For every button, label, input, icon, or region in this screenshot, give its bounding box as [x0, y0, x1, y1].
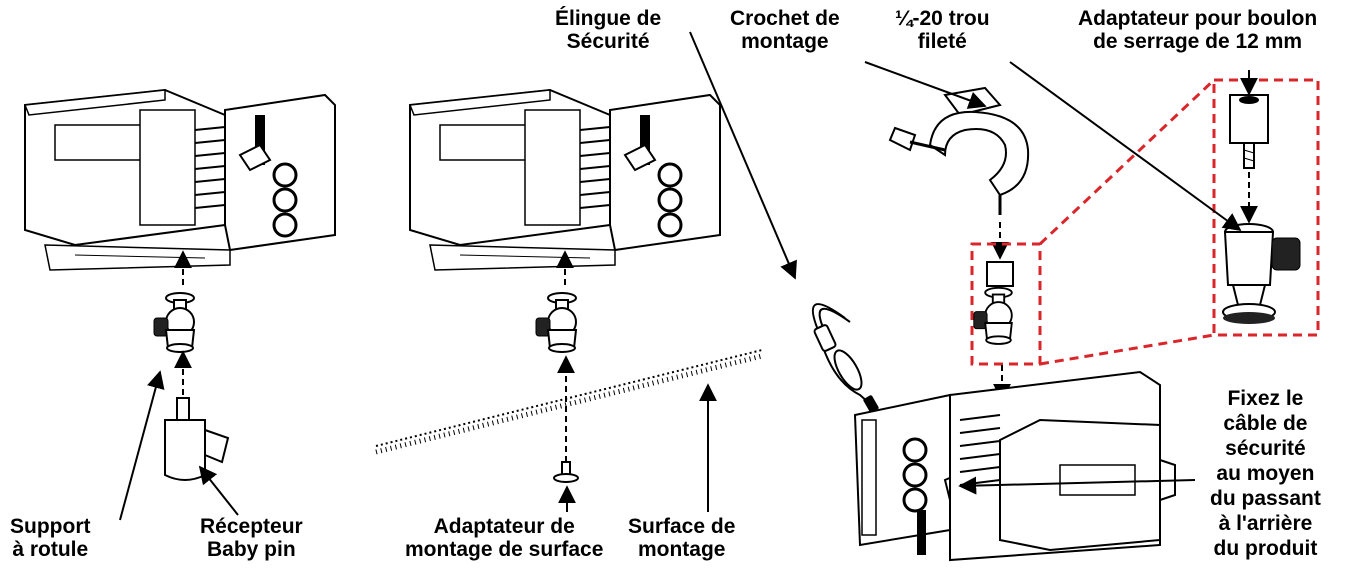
- clamp-adapter-assembly-small: [972, 261, 1014, 345]
- label-clamp-bolt-adapter: Adaptateur pour boulon de serrage de 12 …: [1078, 7, 1318, 53]
- label-threaded-hole: ¼-20 trou fileté: [895, 7, 990, 53]
- swivel-mount-part-2: [535, 292, 577, 353]
- small-callout-box: [970, 242, 1042, 366]
- fixture-left: [23, 88, 337, 272]
- clamp-bolt-adapter-part: [1229, 94, 1269, 169]
- label-safety-cable: Élingue de Sécurité: [555, 7, 662, 53]
- swivel-mount-part: [153, 292, 195, 353]
- fixture-middle: [408, 88, 722, 272]
- label-baby-pin-receiver: Récepteur Baby pin: [200, 515, 303, 561]
- surface-mount-adapter-part: [553, 461, 579, 483]
- mounting-clamp-part: [888, 86, 1030, 215]
- swivel-mount-large: [1222, 223, 1301, 324]
- safety-cable-crimps: [813, 324, 879, 413]
- label-mounting-clamp: Crochet de montage: [730, 7, 840, 53]
- mounting-surface-plane: [375, 349, 763, 455]
- label-attach-safety-cable: Fixez le câble de sécurité au moyen du p…: [1210, 387, 1321, 560]
- label-swivel-mount: Support à rotule: [10, 515, 91, 561]
- label-mounting-surface: Surface de montage: [628, 515, 736, 561]
- label-surface-mount-adapter: Adaptateur de montage de surface: [405, 515, 604, 561]
- baby-pin-receiver-part: [164, 397, 230, 481]
- large-callout-box: [1212, 78, 1320, 337]
- fixture-right-flipped: [853, 370, 1176, 562]
